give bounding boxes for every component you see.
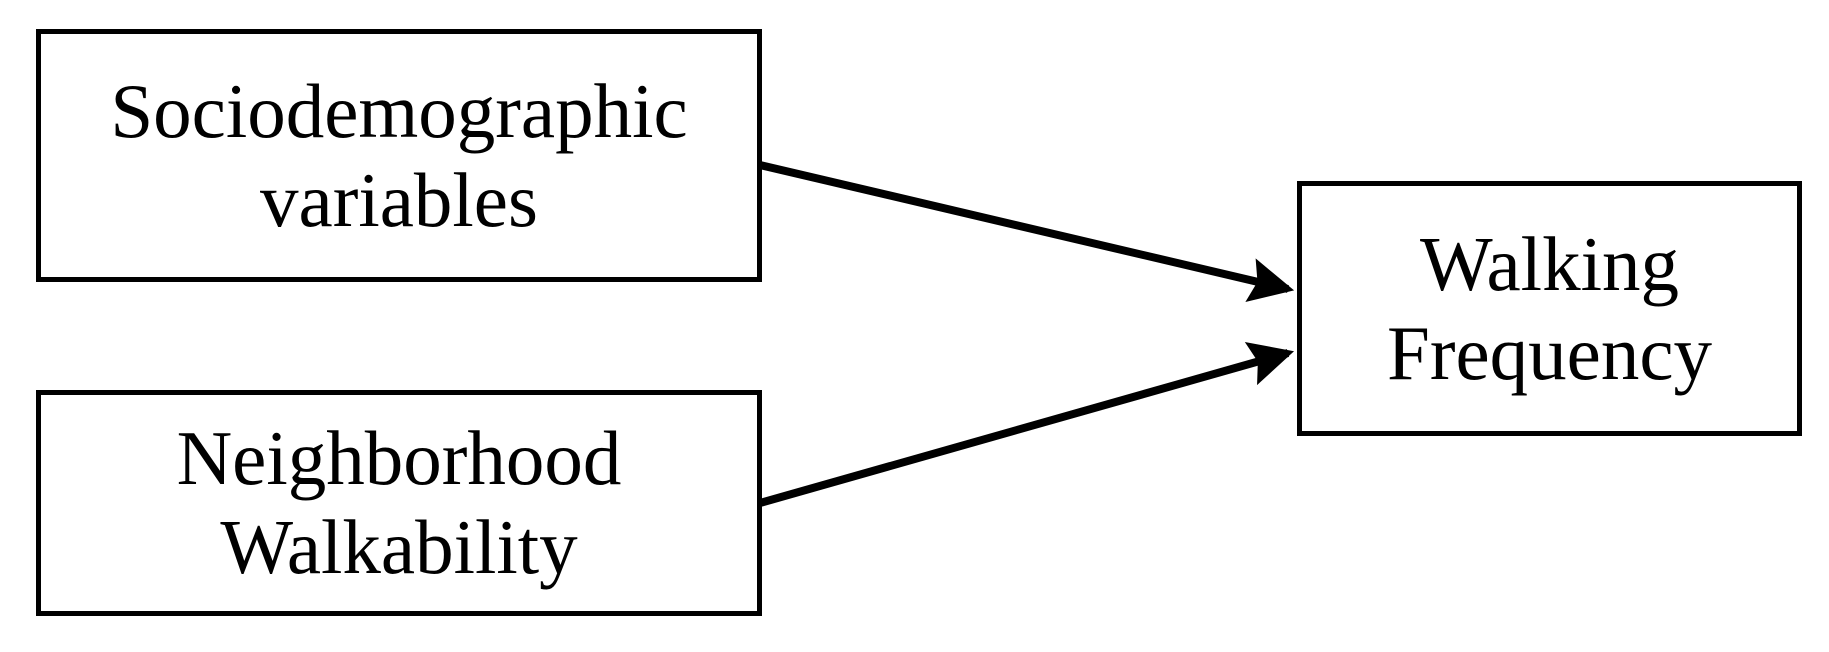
arrow-sociodemographic-to-walking xyxy=(759,161,1295,302)
node-label-line: Walkability xyxy=(220,504,578,590)
node-label-line: Frequency xyxy=(1387,309,1712,396)
node-walking-frequency: Walking Frequency xyxy=(1297,181,1802,436)
node-neighborhood-walkability: Neighborhood Walkability xyxy=(36,390,762,616)
node-sociodemographic-variables: Sociodemographic variables xyxy=(36,29,762,282)
node-label-line: Neighborhood xyxy=(176,415,622,501)
node-label-line: Sociodemographic xyxy=(110,67,688,154)
node-label-line: Walking xyxy=(1420,220,1679,307)
arrow-neighborhood-to-walking xyxy=(758,341,1295,507)
node-label-line: variables xyxy=(260,156,538,243)
